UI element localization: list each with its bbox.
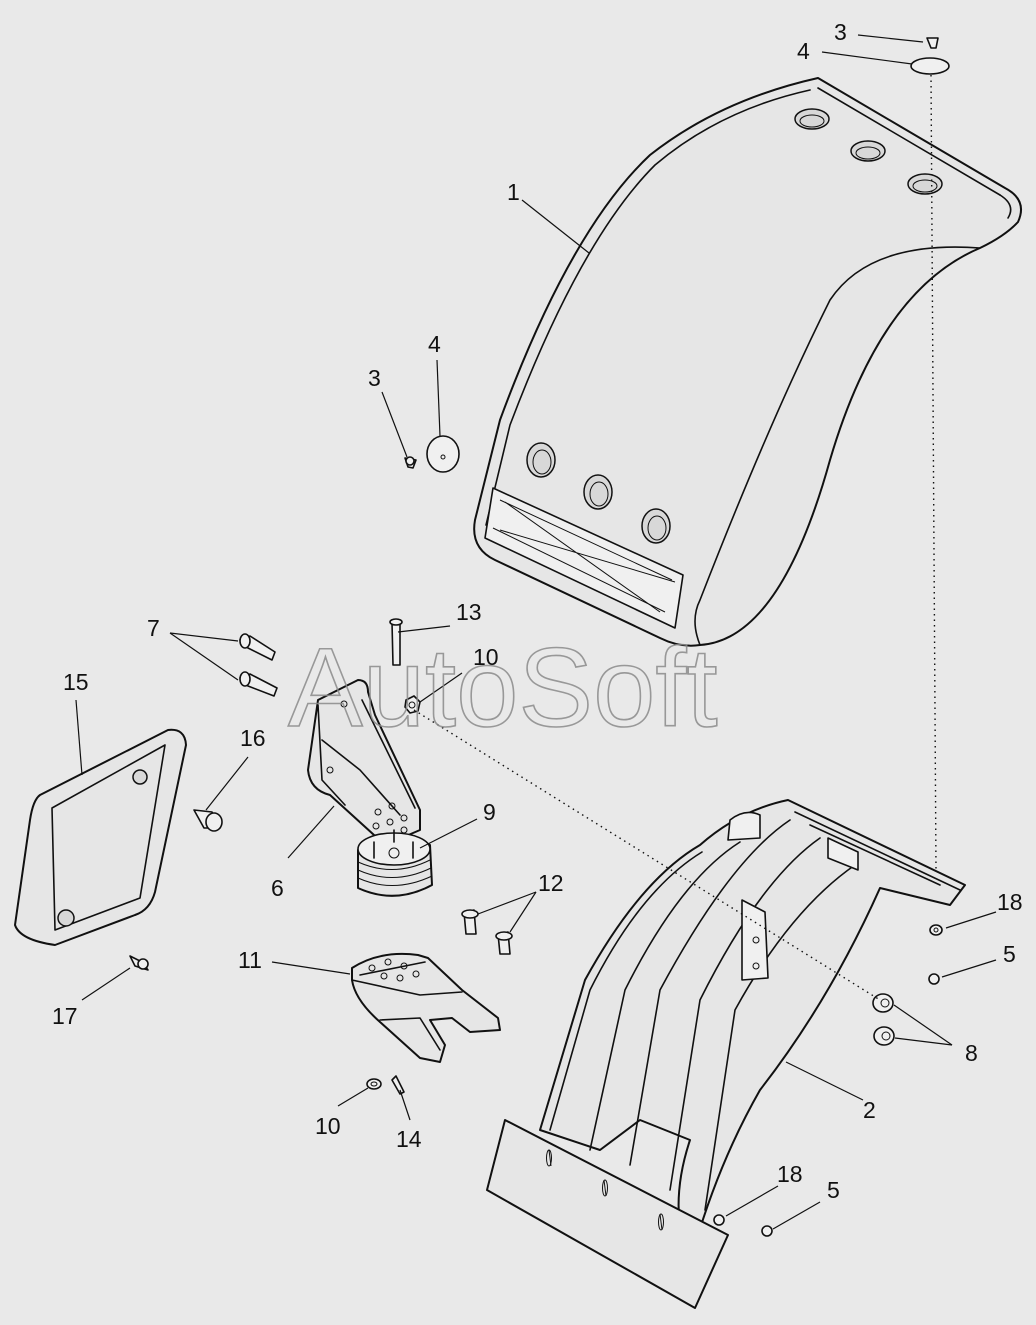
fender-hole-top-3 <box>907 173 943 195</box>
lower-bracket-holes <box>368 958 420 982</box>
nut-part-10-upper <box>404 695 421 714</box>
fender-hole-front-3 <box>641 508 671 544</box>
callout-label: 3 <box>834 19 847 45</box>
washer-part-18-upper <box>929 924 943 936</box>
callout-label: 8 <box>965 1040 978 1066</box>
fender-hole-top-1 <box>794 108 830 130</box>
fender-cover-part-1 <box>473 77 1022 647</box>
callout-labels: 1 2 3 3 4 4 5 5 6 7 8 9 10 10 11 12 13 1… <box>52 19 1023 1203</box>
bolt-part-7-lower <box>239 671 278 697</box>
callout-label: 5 <box>1003 941 1016 967</box>
bolt-part-12-right <box>495 931 513 955</box>
leader-lines <box>75 34 997 1230</box>
fender-hole-front-2 <box>583 474 613 510</box>
callout-label: 4 <box>797 38 810 64</box>
callout-label: 9 <box>483 799 496 825</box>
callout-label: 16 <box>240 725 266 751</box>
bolt-part-12-left <box>461 909 479 935</box>
nut-part-5-upper <box>928 973 940 985</box>
callout-label: 18 <box>997 889 1023 915</box>
callout-label: 18 <box>777 1161 803 1187</box>
nut-part-5-lower <box>761 1225 773 1237</box>
bolt-part-16 <box>193 809 223 832</box>
callout-label: 4 <box>428 331 441 357</box>
callout-label: 14 <box>396 1126 422 1152</box>
callout-label: 7 <box>147 615 160 641</box>
pin-part-14 <box>391 1075 405 1095</box>
watermark: AutoSoft <box>288 625 718 750</box>
side-panel-part-15 <box>14 728 187 946</box>
callout-label: 11 <box>238 947 262 973</box>
cap-part-4-top <box>910 57 950 75</box>
isolator-mount-part-9 <box>357 829 433 897</box>
callout-label: 3 <box>368 365 381 391</box>
cap-part-4-mid <box>426 435 460 473</box>
callout-label: 17 <box>52 1003 78 1029</box>
callout-label: 15 <box>63 669 89 695</box>
callout-label: 13 <box>456 599 482 625</box>
nut-part-8-upper <box>872 993 894 1013</box>
screw-part-3-top <box>926 37 939 49</box>
callout-label: 1 <box>507 179 520 205</box>
assembly-lines <box>413 74 937 1001</box>
callout-label: 6 <box>271 875 284 901</box>
bolt-part-7-upper <box>239 633 276 661</box>
frame-slot <box>546 1149 664 1231</box>
callout-label: 10 <box>315 1113 341 1139</box>
callout-label: 2 <box>863 1097 876 1123</box>
callout-label: 12 <box>538 870 564 896</box>
lower-bracket-part-11 <box>351 952 501 1063</box>
upper-bracket-part-6 <box>307 679 421 846</box>
screw-part-3-mid <box>404 456 417 469</box>
fender-hole-top-2 <box>850 140 886 162</box>
washer-part-18-lower <box>713 1214 725 1226</box>
washer-part-10-lower <box>366 1078 382 1090</box>
pin-part-13 <box>389 618 403 666</box>
fender-hole-front-1 <box>526 442 556 478</box>
fender-frame-part-2 <box>486 799 966 1309</box>
bolt-part-17 <box>129 955 149 971</box>
callout-label: 5 <box>827 1177 840 1203</box>
nut-part-8-lower <box>873 1026 895 1046</box>
callout-label: 10 <box>473 644 499 670</box>
